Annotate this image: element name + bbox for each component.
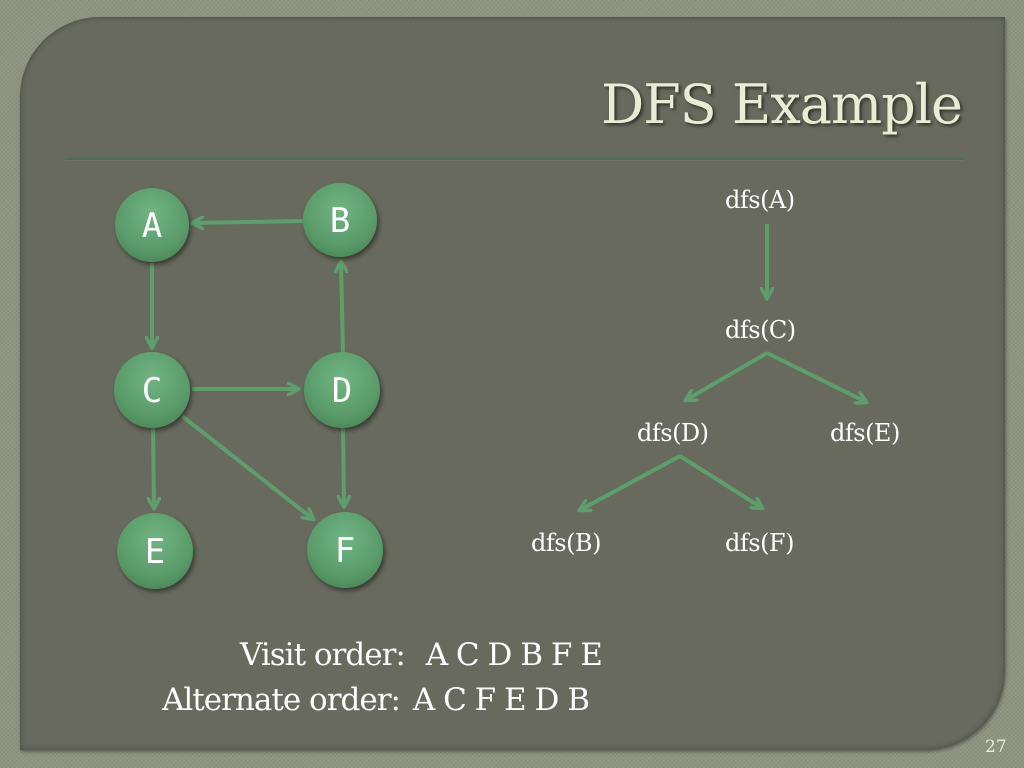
graph-node-d: D [304, 352, 380, 428]
call-edge-c-to-e [766, 351, 866, 402]
svg-text:F: F [335, 531, 355, 571]
graph-node-f: F [307, 512, 383, 588]
slide-title: DFS Example [601, 73, 963, 136]
svg-text:E: E [145, 532, 165, 572]
svg-text:D: D [332, 371, 352, 411]
alternate-order-line: Alternate order: A C F E D B [162, 682, 590, 718]
svg-text:A: A [142, 206, 162, 246]
call-dfs-d: dfs(D) [637, 419, 709, 447]
call-edge-d-to-b [580, 454, 681, 510]
edge-d-to-b [341, 262, 343, 353]
call-dfs-a: dfs(A) [725, 186, 795, 214]
graph-node-a: A [115, 188, 189, 262]
svg-text:C: C [142, 371, 162, 411]
call-dfs-f: dfs(F) [725, 529, 794, 557]
alternate-order-label: Alternate order: [162, 682, 401, 718]
visit-order-value: A C D B F E [425, 637, 603, 673]
graph-node-e: E [117, 513, 193, 589]
page-number: 27 [985, 737, 1007, 757]
call-dfs-e: dfs(E) [830, 419, 900, 447]
visit-order-line: Visit order: A C D B F E [240, 637, 603, 673]
call-edge-d-to-f [678, 454, 762, 508]
visit-order-label: Visit order: [240, 637, 406, 673]
graph-edges [152, 221, 344, 519]
edge-d-to-f [343, 427, 344, 506]
graph-node-c: C [114, 352, 190, 428]
call-tree-edges [580, 224, 866, 510]
call-dfs-b: dfs(B) [531, 529, 601, 557]
edge-c-to-f [180, 414, 313, 519]
call-dfs-c: dfs(C) [725, 316, 796, 344]
graph-node-b: B [303, 183, 377, 257]
edge-c-to-e [153, 427, 154, 508]
call-edge-c-to-d [686, 351, 769, 400]
edge-b-to-a [193, 221, 304, 223]
alternate-order-value: A C F E D B [412, 682, 590, 718]
svg-text:B: B [330, 201, 350, 241]
title-divider [65, 158, 963, 160]
